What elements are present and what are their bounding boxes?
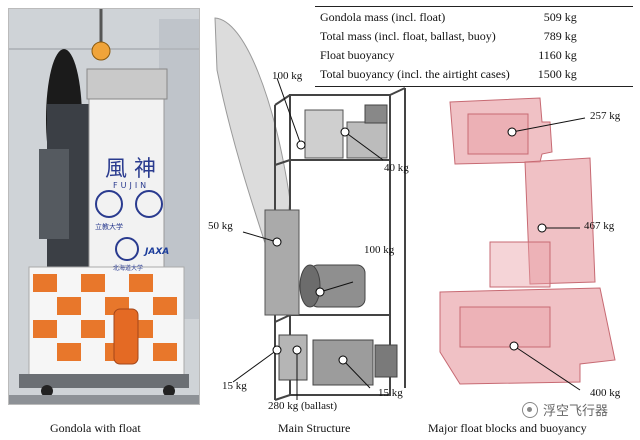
float-leaders (511, 117, 586, 391)
caption-photo: Gondola with float (50, 421, 141, 435)
float-label-top: 257 kg (590, 110, 621, 122)
structure-bottom-right-box (374, 344, 398, 378)
float-blocks-diagram (439, 97, 616, 391)
float-block-middle (524, 157, 596, 285)
structure-upper-right-box (346, 121, 388, 159)
structure-side-unit (264, 209, 300, 316)
table-row: Gondola mass (incl. float) 509 kg (314, 8, 583, 27)
structure-label-ballast: 280 kg (ballast) (268, 400, 338, 412)
structure-ballast-box (312, 339, 374, 386)
main-structure-diagram (214, 17, 406, 401)
photo-logo-kanji: 風 神 (105, 157, 156, 182)
float-label-bottom: 400 kg (590, 387, 621, 399)
table-bottom-rule (315, 86, 633, 87)
wechat-icon (522, 401, 538, 418)
structure-label-bottom-left: 15 kg (222, 380, 247, 392)
photo-sponsor-3: JAXA (145, 247, 170, 257)
table-cell-label: Total mass (incl. float, ballast, buoy) (320, 29, 496, 43)
structure-label-upper-right: 40 kg (384, 162, 409, 174)
structure-top-small-box (364, 104, 388, 124)
table-cell-label: Gondola mass (incl. float) (320, 10, 446, 24)
watermark: 浮空飞行器 (522, 400, 608, 419)
watermark-text: 浮空飞行器 (543, 404, 609, 419)
float-block-bottom (439, 287, 616, 385)
gondola-photo: 風 神 FUJIN 立教大学 北海道大学 JAXA (8, 8, 200, 405)
table-row: Total buoyancy (incl. the airtight cases… (314, 65, 583, 84)
structure-bottom-left-box (278, 334, 308, 381)
structure-com-markers (272, 127, 350, 365)
table-cell-value: 789 kg (543, 29, 577, 43)
caption-float: Major float blocks and buoyancy (428, 421, 587, 435)
table-row: Total mass (incl. float, ballast, buoy) … (314, 27, 583, 46)
structure-upper-box (304, 109, 344, 159)
caption-structure: Main Structure (278, 421, 351, 435)
table-top-rule (315, 6, 633, 7)
table-cell-value: 1160 kg (538, 48, 577, 62)
photo-sponsor-2: 北海道大学 (113, 265, 144, 272)
table-row: Float buoyancy 1160 kg (314, 46, 583, 65)
float-label-middle: 467 kg (584, 220, 615, 232)
table-cell-label: Total buoyancy (incl. the airtight cases… (320, 67, 510, 81)
specs-table: Gondola mass (incl. float) 509 kg Total … (314, 8, 583, 84)
table-cell-label: Float buoyancy (320, 48, 395, 62)
gondola-photo-drawing (9, 9, 199, 404)
structure-leaders (232, 77, 384, 400)
structure-label-top: 100 kg (272, 70, 303, 82)
structure-label-left: 50 kg (208, 220, 233, 232)
table-cell-value: 1500 kg (537, 67, 577, 81)
photo-sponsor-1: 立教大学 (95, 223, 123, 231)
structure-label-bottom-right: 15 kg (378, 387, 403, 399)
float-blocks (439, 97, 616, 385)
float-com-markers (507, 127, 547, 351)
photo-logo-romaji: FUJIN (113, 181, 150, 190)
table-cell-value: 509 kg (543, 10, 577, 24)
structure-label-tank: 100 kg (364, 244, 395, 256)
